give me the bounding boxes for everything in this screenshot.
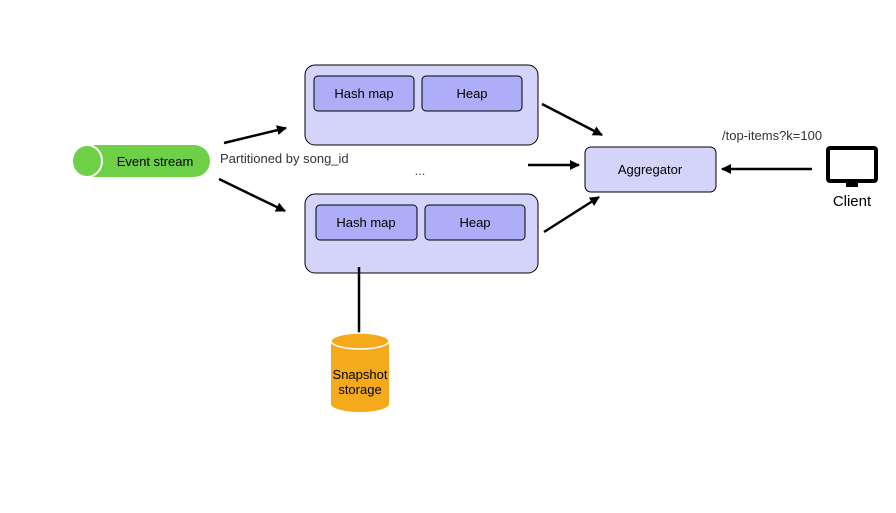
partition-2: Hash map Heap bbox=[304, 193, 539, 274]
event-stream-node: Event stream bbox=[71, 144, 210, 178]
storage-label-line-1: Snapshot bbox=[333, 367, 388, 382]
heap-box bbox=[424, 204, 526, 241]
event-stream-label: Event stream bbox=[117, 154, 194, 169]
arrow-partition-2-to-aggregator bbox=[543, 195, 600, 234]
hash-map-box bbox=[313, 75, 415, 112]
ellipsis-label: ... bbox=[415, 163, 426, 178]
database-icon: Snapshot storage bbox=[330, 332, 390, 412]
request-label: /top-items?k=100 bbox=[722, 128, 822, 143]
hash-map-box bbox=[315, 204, 418, 241]
monitor-icon bbox=[826, 146, 878, 187]
arrow-stream-to-partition-1 bbox=[223, 125, 287, 145]
partition-1: Hash map Heap bbox=[304, 64, 539, 146]
aggregator-node: Aggregator bbox=[584, 146, 717, 193]
hash-map-label: Hash map bbox=[334, 86, 393, 101]
partition-label: Partitioned by song_id bbox=[220, 151, 349, 166]
heap-box bbox=[421, 75, 523, 112]
hash-map-label: Hash map bbox=[336, 215, 395, 230]
storage-label-line-2: storage bbox=[338, 382, 381, 397]
aggregator-label: Aggregator bbox=[618, 162, 683, 177]
client-label: Client bbox=[833, 193, 872, 210]
heap-label: Heap bbox=[456, 86, 487, 101]
arrow-partition-1-to-aggregator bbox=[541, 102, 603, 137]
arrow-stream-to-partition-2 bbox=[218, 177, 286, 213]
heap-label: Heap bbox=[459, 215, 490, 230]
